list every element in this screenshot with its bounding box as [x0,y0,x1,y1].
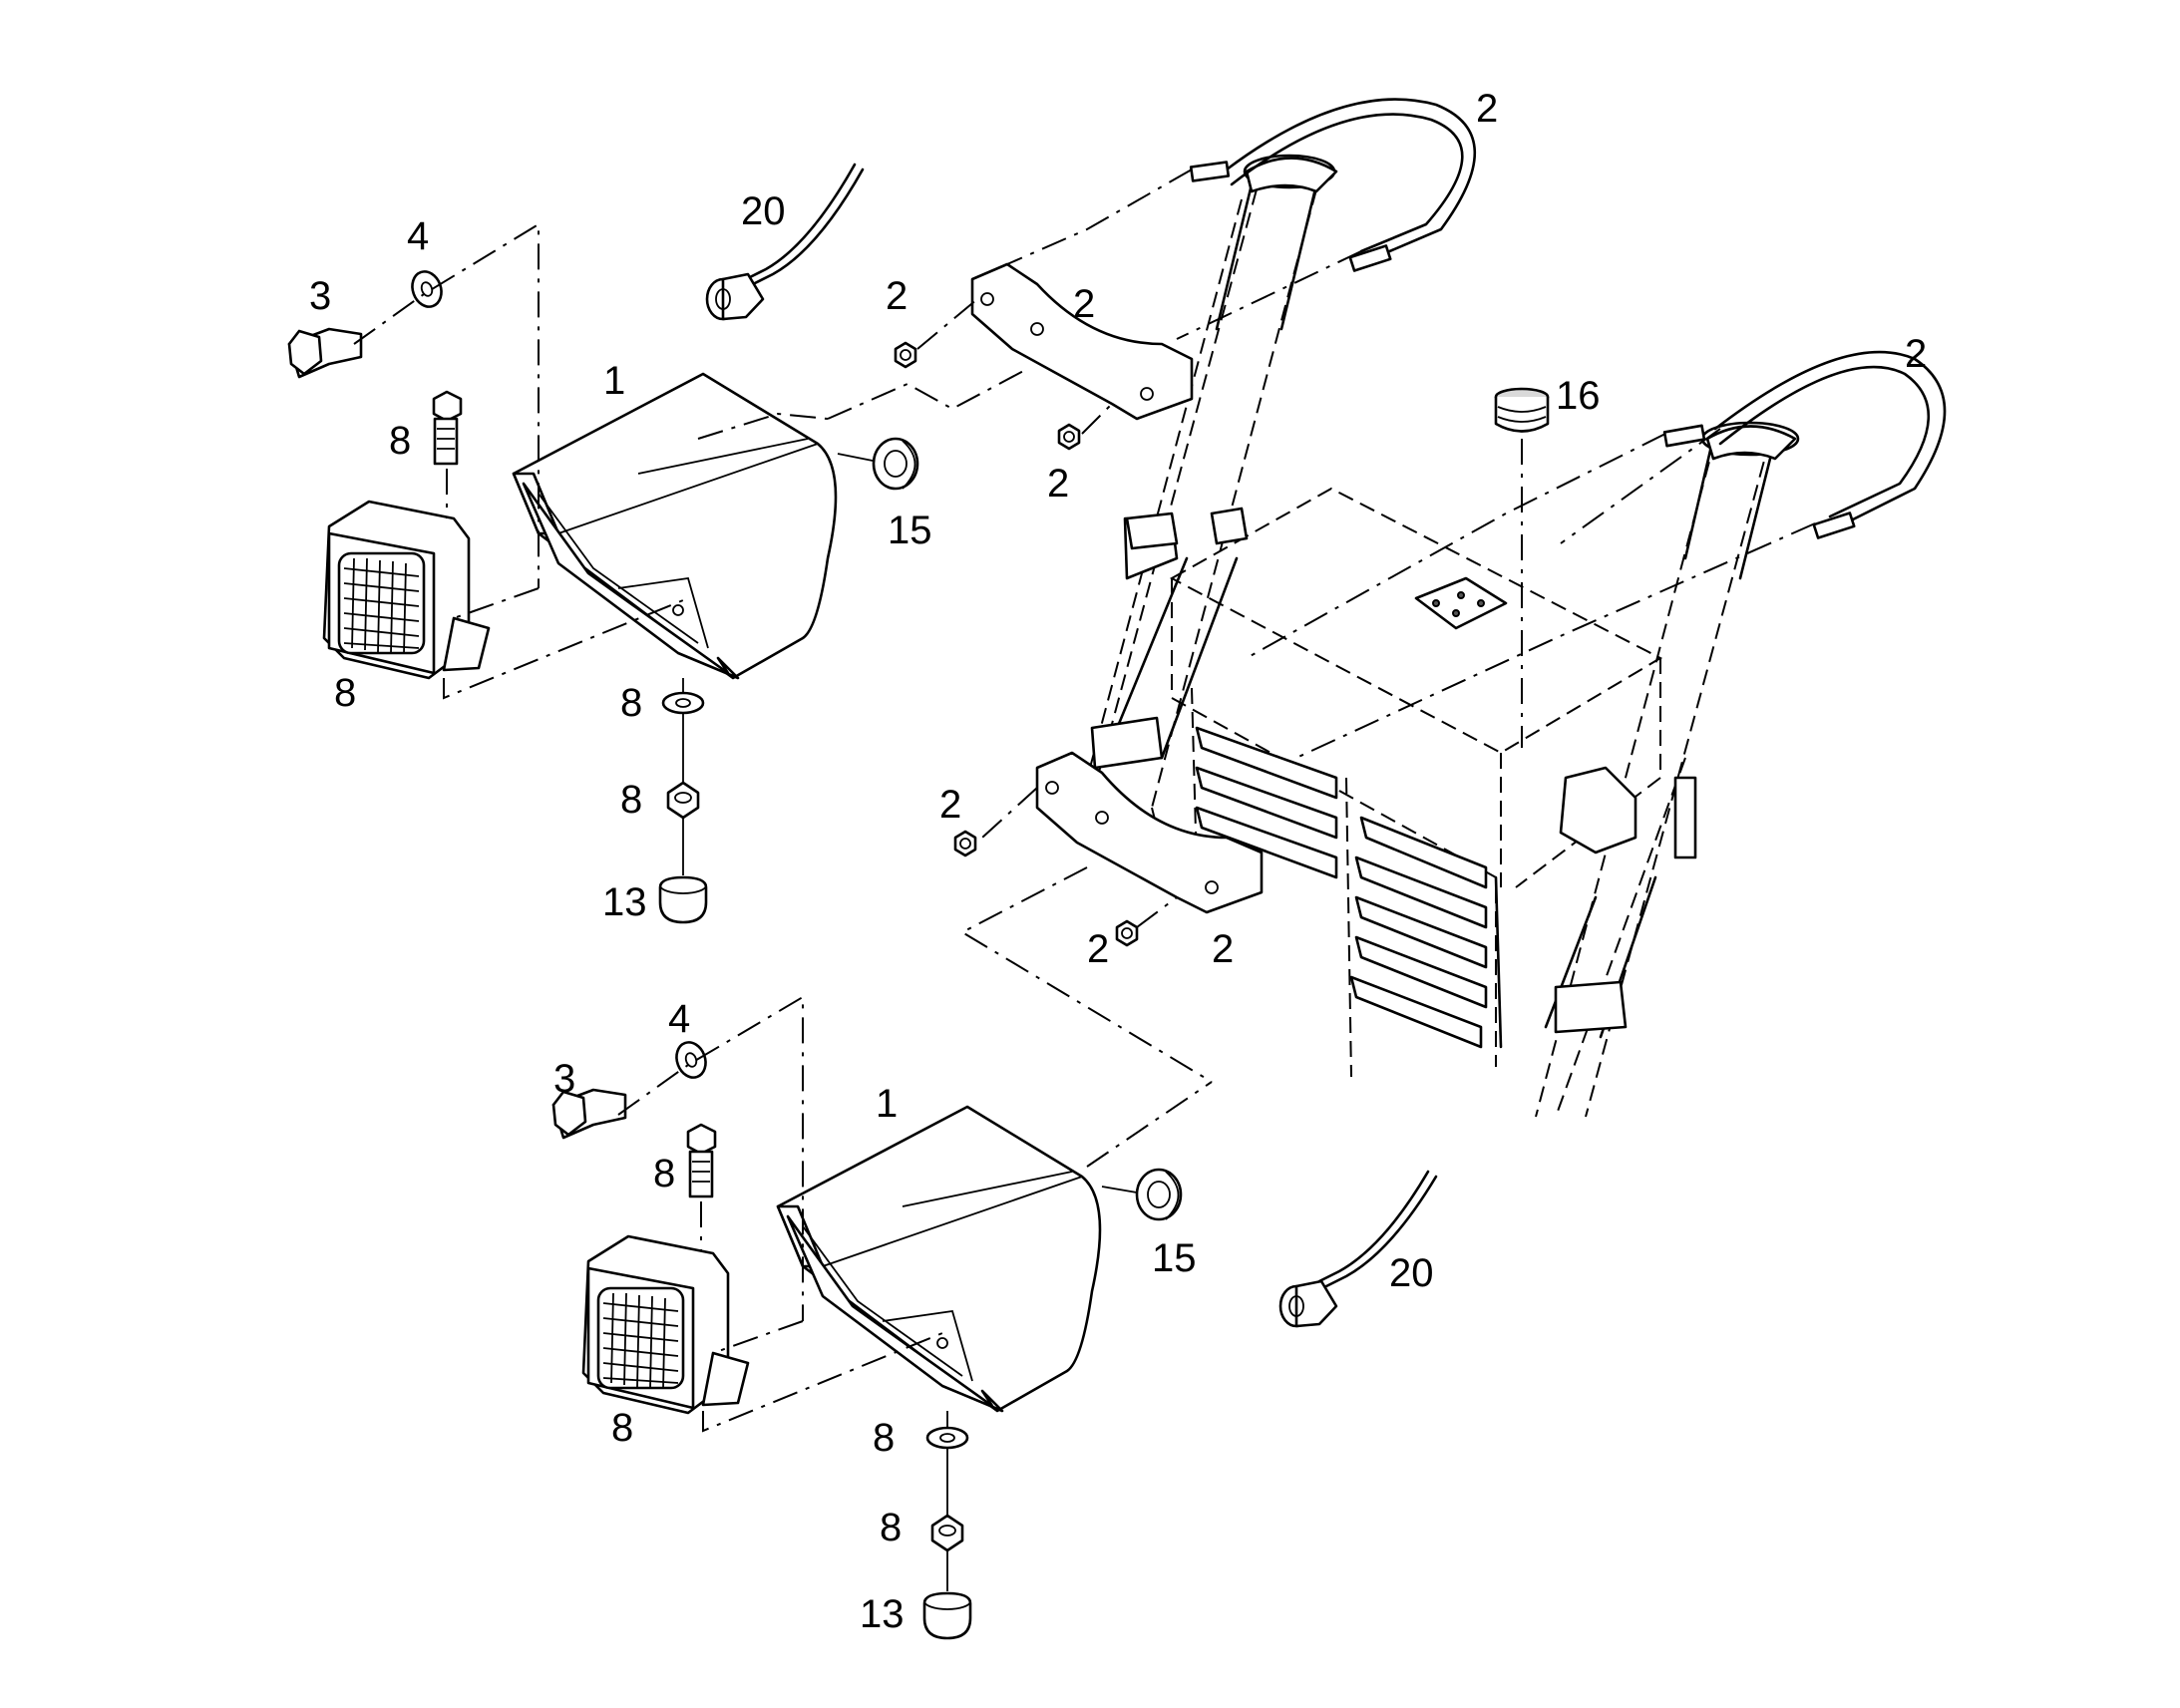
label-bottom-cap: 13 [860,1592,905,1636]
label-nut-mid-left: 2 [939,783,961,827]
label-top-cable: 20 [741,189,786,233]
label-u-bolt-top: 2 [1476,87,1498,131]
label-bottom-grommet: 15 [1152,1236,1197,1280]
frame-structure [827,98,1947,1118]
label-nut-top-lower: 2 [1047,462,1069,506]
bottom-light-assembly [551,995,1438,1640]
top-light-assembly [287,163,919,924]
label-bottom-screw: 3 [553,1057,575,1101]
label-bottom-lamp: 8 [611,1406,633,1450]
label-bottom-washer-lower: 8 [873,1416,895,1460]
label-top-screw: 3 [309,274,331,318]
lamp-grid-bottom [602,1292,679,1390]
label-bottom-washer: 4 [668,997,690,1041]
label-u-bolt-right: 2 [1905,332,1927,376]
label-top-washer: 4 [407,214,429,258]
label-top-grommet: 15 [888,509,932,552]
label-bottom-housing: 1 [876,1082,898,1126]
label-top-bolt: 8 [389,419,411,463]
label-top-lamp: 8 [334,671,356,715]
label-nut-mid-lower: 2 [1087,927,1109,971]
label-top-nut-lower: 8 [620,778,642,822]
label-top-cap: 13 [602,880,647,924]
label-clamp-mid: 2 [1212,927,1234,971]
label-bottom-cable: 20 [1389,1251,1434,1295]
lamp-grid-top [343,557,420,655]
callout-labels: 1 3 4 8 8 8 8 13 15 20 1 3 4 8 8 8 8 13 … [309,87,1927,1636]
label-plug: 16 [1556,374,1601,418]
label-bottom-bolt: 8 [653,1152,675,1196]
label-bottom-nut-lower: 8 [880,1506,902,1549]
label-clamp-top: 2 [1073,282,1095,326]
label-top-washer-lower: 8 [620,681,642,725]
label-nut-top-left: 2 [886,274,908,318]
label-top-housing: 1 [603,359,625,403]
